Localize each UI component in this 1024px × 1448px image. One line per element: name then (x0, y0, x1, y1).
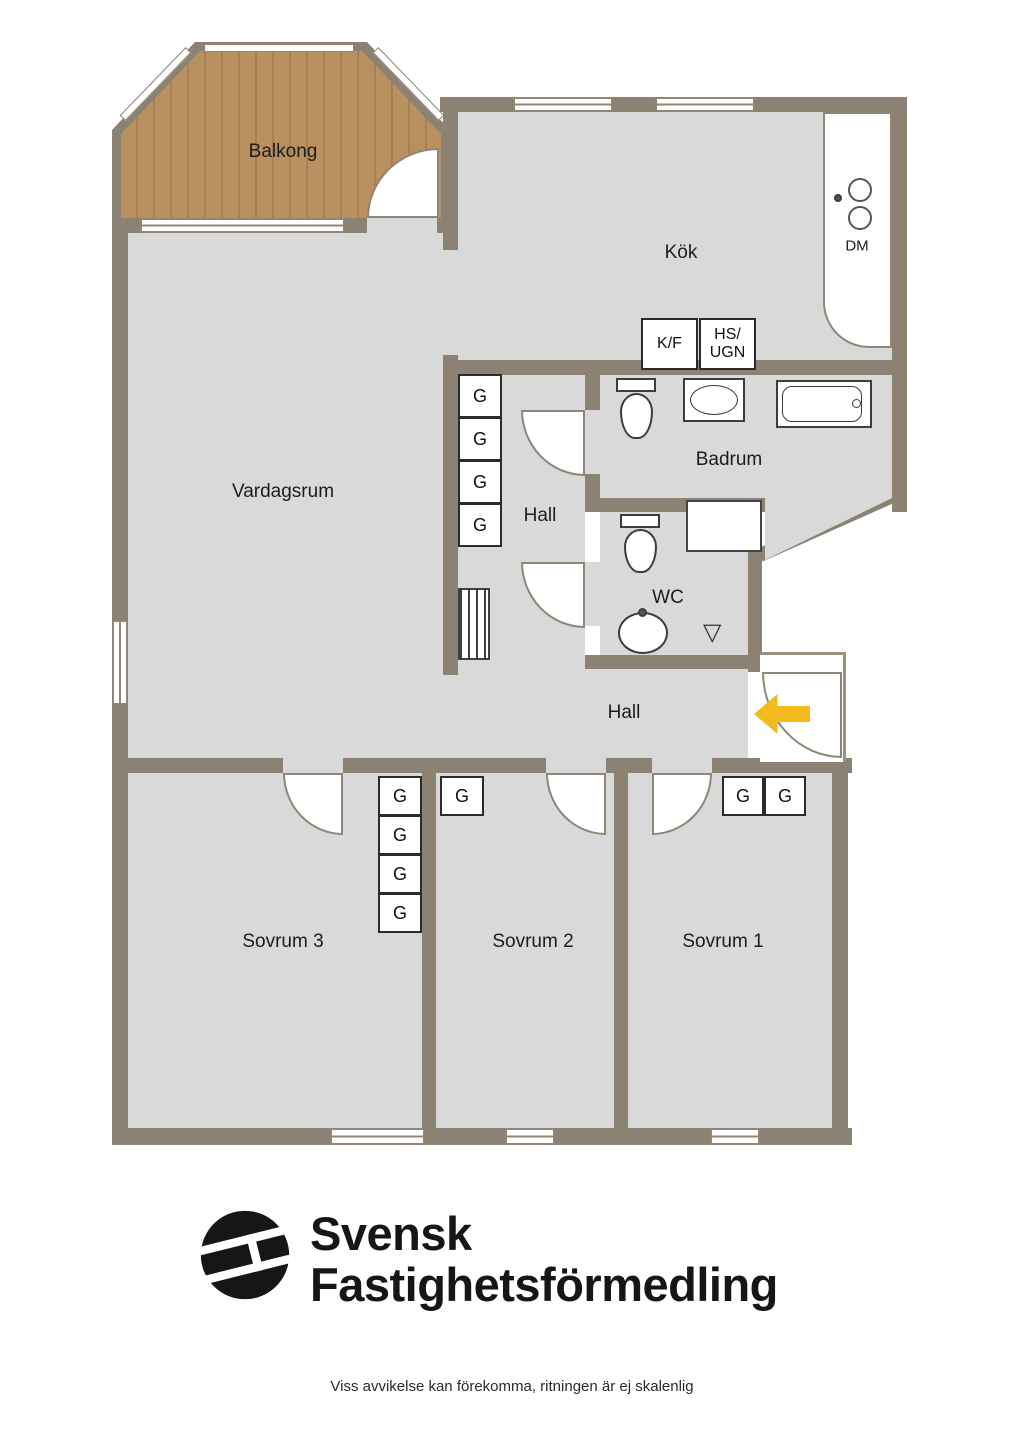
bathtub-drain-icon (852, 399, 861, 408)
window-living-left (112, 620, 128, 705)
faucet-icon (638, 608, 647, 617)
wardrobe-label: G (392, 824, 407, 845)
room-label-vardagsrum: Vardagsrum (231, 481, 335, 502)
wall-sov2-sov1 (614, 773, 628, 1128)
brand-name-line2: Fastighetsförmedling (310, 1258, 778, 1311)
sink-bowl-icon (848, 206, 872, 230)
wall-bedrooms-bottom (112, 1128, 852, 1145)
wall-sov3-sov2 (422, 773, 436, 1128)
floor-drain-icon: ▽ (703, 619, 722, 646)
wardrobe-label: G (472, 514, 487, 535)
fridge-freezer-label: K/F (657, 335, 682, 353)
wardrobe-g: G (458, 503, 502, 547)
wardrobe-g: G (378, 815, 422, 855)
opening-living-hall (443, 675, 458, 758)
wardrobe-g: G (378, 893, 422, 933)
wardrobe-label: G (392, 902, 407, 923)
toilet-icon (616, 378, 656, 392)
brand-name: Svensk Fastighetsförmedling (310, 1208, 778, 1310)
bathtub-inner-icon (782, 386, 862, 422)
wardrobe-label: G (392, 863, 407, 884)
room-label-kok: Kök (664, 242, 698, 263)
wardrobe-g: G (378, 854, 422, 894)
oven-label-line2: UGN (709, 344, 746, 361)
window-kitchen-2 (655, 97, 755, 112)
wardrobe-g: G (764, 776, 806, 816)
fridge-freezer-box: K/F (641, 318, 698, 370)
sink-bowl-icon (848, 178, 872, 202)
opening-sov2-door (546, 758, 606, 773)
window-sov2 (505, 1128, 555, 1145)
room-bedroom2 (436, 773, 614, 1128)
wardrobe-label: G (454, 785, 469, 806)
toilet-icon (620, 514, 660, 528)
opening-sov1-door (652, 758, 712, 773)
wardrobe-g: G (440, 776, 484, 816)
room-label-badrum: Badrum (695, 449, 763, 470)
toilet-icon (620, 393, 653, 439)
opening-sov3-door (283, 758, 343, 773)
room-hall-lower (585, 669, 748, 758)
wardrobe-label: G (777, 785, 792, 806)
wardrobe-g: G (458, 460, 502, 504)
room-label-sovrum1: Sovrum 1 (682, 931, 764, 952)
wall-wc-bottom (585, 655, 762, 669)
bathroom-sink-basin-icon (690, 385, 738, 415)
opening-balcony-door (367, 218, 437, 233)
brand-name-line1: Svensk (310, 1207, 472, 1260)
kitchen-counter (823, 112, 892, 348)
room-label-sovrum3: Sovrum 3 (242, 931, 324, 952)
dishwasher-label: DM (845, 237, 869, 255)
window-kitchen-1 (513, 97, 613, 112)
wall-bedrooms-left (112, 758, 128, 1145)
wardrobe-label: G (472, 385, 487, 406)
opening-living-kitchen (443, 250, 458, 355)
room-bedroom3 (128, 773, 422, 1128)
wc-sink-icon (618, 612, 668, 654)
wardrobe-g: G (378, 776, 422, 816)
wardrobe-g: G (722, 776, 764, 816)
oven-box: HS/ UGN (699, 318, 756, 370)
wall-bedrooms-top (112, 758, 852, 773)
room-label-hall-upper: Hall (523, 505, 557, 526)
faucet-icon (834, 194, 842, 202)
wall-right-outer (892, 97, 907, 512)
balcony-window (204, 44, 354, 52)
brand-logo-icon (198, 1210, 292, 1300)
wardrobe-g: G (458, 374, 502, 418)
opening-wc-door (585, 562, 600, 626)
room-living (128, 233, 443, 758)
window-living-top (140, 218, 345, 233)
room-label-balkong: Balkong (248, 141, 318, 162)
window-sov3 (330, 1128, 425, 1145)
disclaimer-text: Viss avvikelse kan förekomma, ritningen … (330, 1378, 694, 1395)
wardrobe-label: G (392, 785, 407, 806)
room-label-hall-lower: Hall (607, 702, 641, 723)
opening-bathroom-door (585, 410, 600, 474)
wardrobe-label: G (735, 785, 750, 806)
window-sov1 (710, 1128, 760, 1145)
shower-cabinet (686, 500, 762, 552)
wall-living-hall (443, 360, 458, 675)
wardrobe-g: G (458, 417, 502, 461)
wardrobe-label: G (472, 428, 487, 449)
oven-label-line1: HS/ (714, 326, 741, 344)
room-label-sovrum2: Sovrum 2 (492, 931, 574, 952)
room-label-wc: WC (652, 587, 684, 608)
wardrobe-label: G (472, 471, 487, 492)
toilet-icon (624, 529, 657, 573)
radiator-icon (458, 588, 490, 660)
wall-bedrooms-right (832, 758, 848, 1145)
